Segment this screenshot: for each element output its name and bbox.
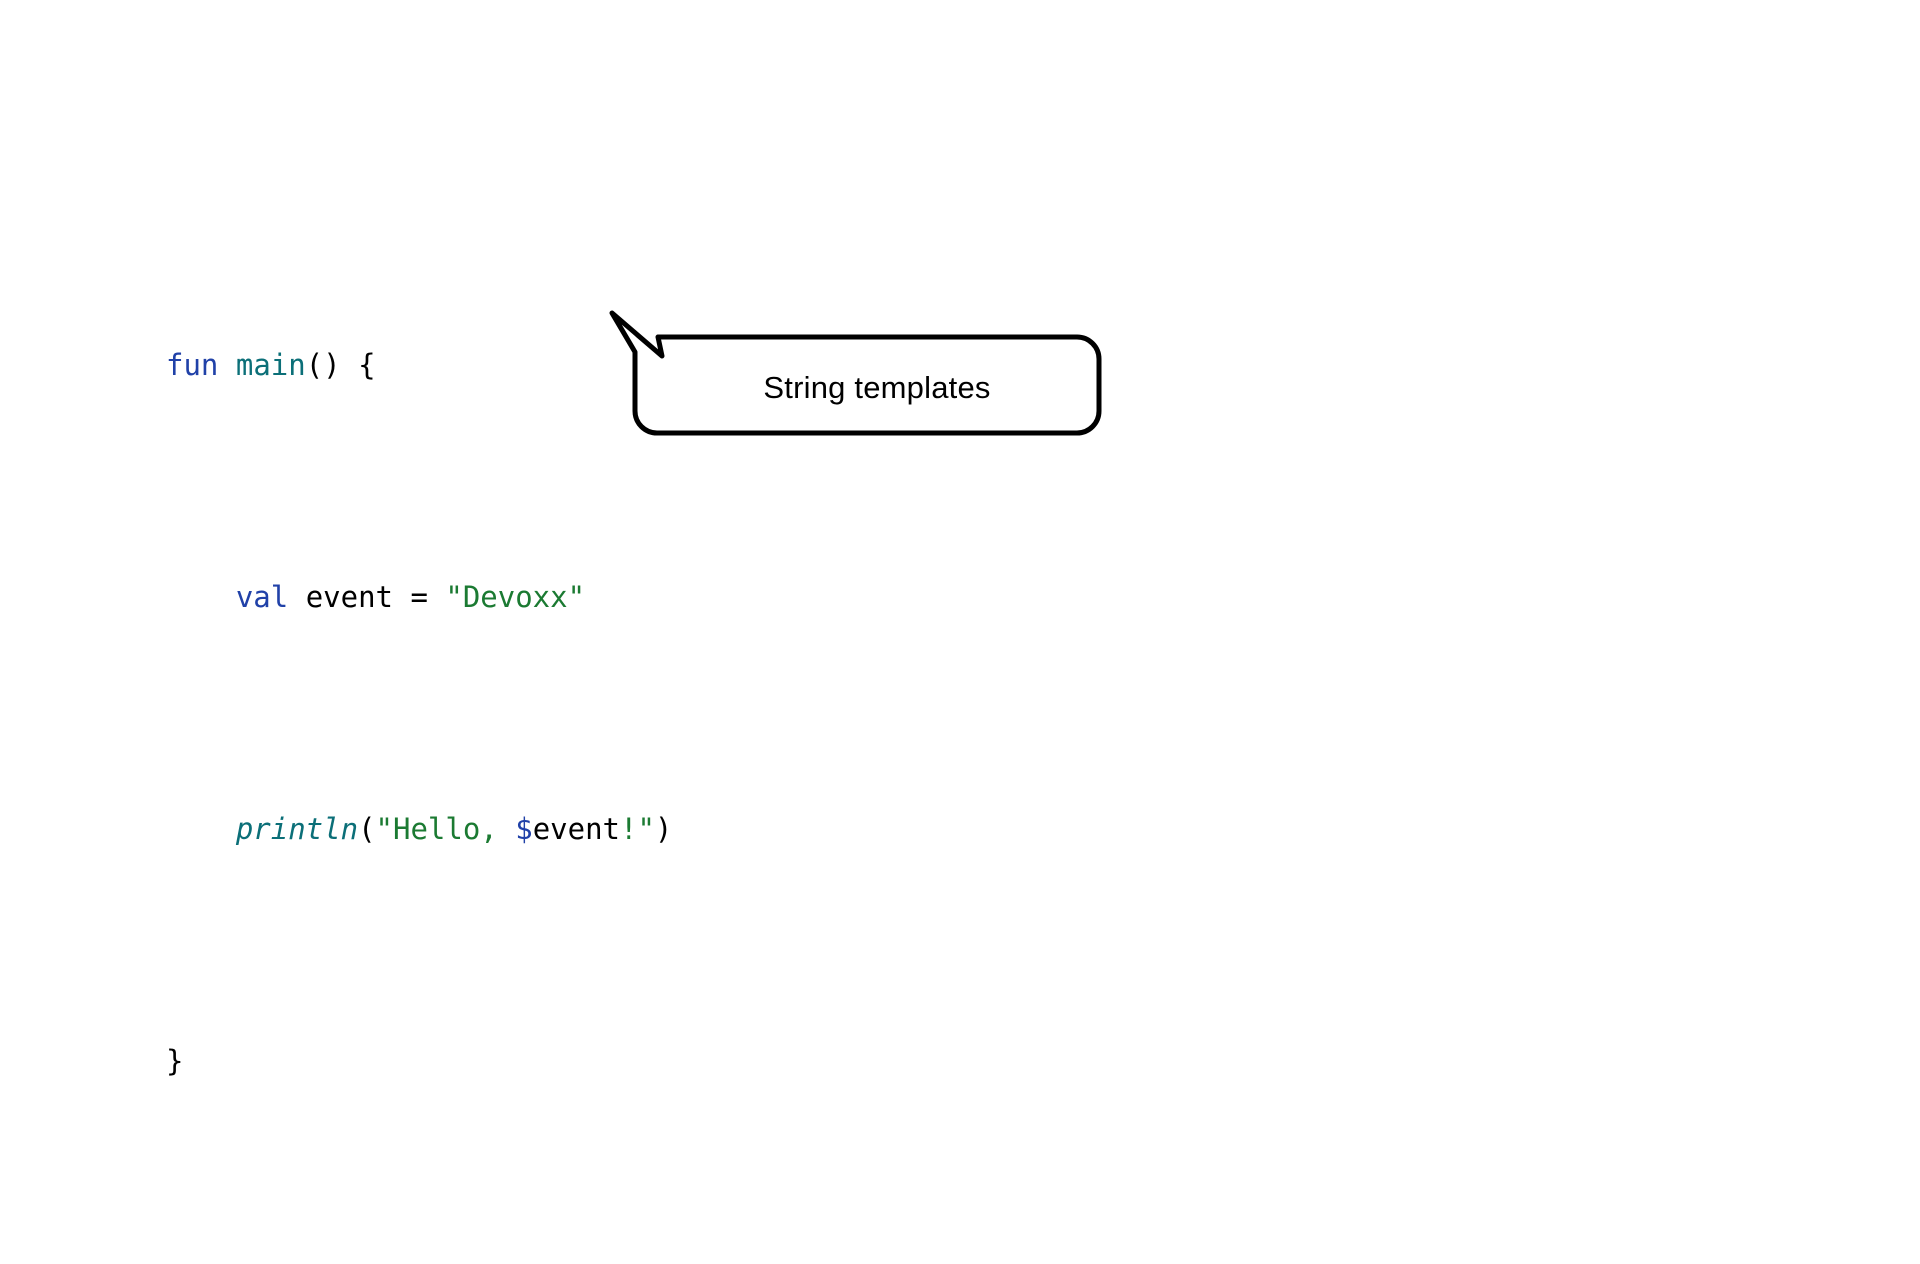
code-line: val event = "Devoxx": [166, 568, 672, 626]
code-indent: [166, 812, 236, 846]
code-token-space: [218, 348, 235, 382]
code-token-closing-brace: }: [166, 1044, 184, 1078]
code-line: }: [166, 1032, 672, 1090]
code-token-close-paren: ): [654, 812, 673, 846]
code-token-template-dollar: $: [515, 812, 533, 846]
code-token-open-paren: (: [358, 812, 376, 846]
code-token-parens-brace: () {: [305, 348, 376, 382]
code-token-string-bang-close: !": [620, 812, 655, 846]
code-block: fun main() { val event = "Devoxx" printl…: [166, 162, 672, 1264]
callout-bubble: String templates: [600, 305, 1120, 445]
code-line: fun main() {: [166, 336, 672, 394]
code-line: println("Hello, $event!"): [166, 800, 673, 858]
callout-bubble-shape: [609, 310, 1102, 436]
code-token-identifier-event-assign: event =: [288, 580, 446, 614]
code-token-string-devoxx: "Devoxx": [445, 580, 586, 614]
slide-canvas: fun main() { val event = "Devoxx" printl…: [166, 305, 1120, 1078]
code-token-keyword-val: val: [235, 580, 289, 614]
code-token-template-variable-event: event: [532, 812, 620, 846]
code-token-function-name-main: main: [235, 348, 306, 382]
code-token-keyword-fun: fun: [166, 348, 219, 382]
code-token-function-call-println: println: [235, 812, 359, 846]
code-indent: [166, 580, 236, 614]
code-token-string-hello: "Hello,: [375, 812, 516, 846]
